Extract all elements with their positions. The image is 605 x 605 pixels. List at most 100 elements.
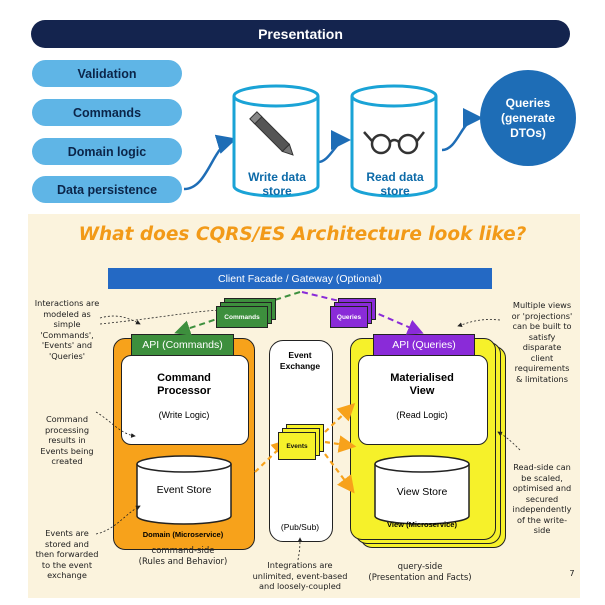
note-multiple-views-line3: can be built to <box>512 321 572 331</box>
queries-circle: Queries (generate DTOs) <box>480 70 576 166</box>
event-exchange-line2: Exchange <box>279 361 321 371</box>
read-store-line2: store <box>380 184 410 198</box>
event-to-exchange-arrow <box>254 438 290 473</box>
note-multiple-views-line8: & limitations <box>516 373 568 384</box>
read-store-label: Read data store <box>352 170 438 198</box>
note-events-stored-line5: exchange <box>47 570 87 580</box>
domain-microservice-label: Domain (Microservice) <box>142 530 224 539</box>
command-processor-line1: Command <box>157 372 211 384</box>
command-processor-box <box>121 355 249 445</box>
presentation-bar: Presentation <box>31 20 570 48</box>
query-side-line1: query-side <box>397 562 443 572</box>
read-store-line1: Read data <box>366 170 424 184</box>
query-side-caption: query-side (Presentation and Facts) <box>360 562 480 584</box>
layer-data-persistence: Data persistence <box>32 176 182 203</box>
command-side-caption: command-side (Rules and Behavior) <box>128 546 238 568</box>
queries-line3: DTOs) <box>510 125 546 140</box>
note-interactions-line5: 'Events' and <box>41 340 93 350</box>
queries-doc: Queries <box>330 306 368 328</box>
note-interactions-line4: 'Commands', <box>40 329 94 340</box>
layer-validation: Validation <box>32 60 182 87</box>
event-out-arrow-1 <box>324 402 356 433</box>
query-side-line2: (Presentation and Facts) <box>368 573 472 583</box>
queries-line1: Queries <box>505 95 551 110</box>
integrations-line1: Integrations are <box>267 560 333 570</box>
integrations-note: Integrations are unlimited, event-based … <box>244 560 356 592</box>
note-connector-integrations <box>297 537 303 561</box>
note-connector-read-side <box>497 431 521 451</box>
write-store-label: Write data store <box>234 170 320 198</box>
note-read-side-line6: of the write- <box>516 514 568 525</box>
note-interactions-line2: modeled as <box>43 308 91 319</box>
glasses-icon <box>363 131 425 155</box>
note-multiple-views-line5: disparate <box>522 342 562 352</box>
write-store-line2: store <box>262 184 292 198</box>
arrow-to-write-store <box>183 134 237 191</box>
note-multiple-views: Multiple views or 'projections' can be b… <box>504 300 580 384</box>
note-command-processing-line3: results in <box>48 435 86 445</box>
pencil-icon <box>249 111 294 156</box>
note-connector-events <box>95 505 141 535</box>
note-multiple-views-line1: Multiple views <box>512 300 572 310</box>
event-exchange-line1: Event <box>288 350 312 360</box>
note-read-side-line1: Read-side can <box>513 462 571 472</box>
arrow-to-queries <box>441 108 483 152</box>
command-processor-line2: Processor <box>157 385 211 397</box>
note-events-stored-line3: then forwarded <box>35 549 99 559</box>
read-store-cylinder <box>350 84 438 198</box>
pubsub-label: (Pub/Sub) <box>280 522 320 532</box>
integrations-line2: unlimited, event-based <box>252 570 348 581</box>
note-connector-interactions-2 <box>99 307 226 325</box>
note-connector-multiple-views <box>457 319 501 328</box>
note-read-side-line3: optimised and <box>512 483 572 493</box>
note-events-stored: Events are stored and then forwarded to … <box>31 528 103 581</box>
top-connectors <box>183 84 483 198</box>
queries-line2: (generate <box>500 110 556 125</box>
commands-flow-arrow <box>174 291 301 336</box>
command-side-line2: (Rules and Behavior) <box>138 557 228 567</box>
queries-flow-arrow <box>301 291 424 335</box>
note-connector-command <box>95 411 136 438</box>
view-microservice-label: View (Microservice) <box>387 520 457 529</box>
events-doc: Events <box>278 432 316 460</box>
note-multiple-views-line6: client <box>530 352 554 363</box>
read-logic-label: (Read Logic) <box>396 410 448 420</box>
note-command-processing-line2: processing <box>44 424 90 435</box>
note-read-side-line4: secured <box>525 493 559 504</box>
materialised-view-line2: View <box>409 385 435 397</box>
page-number: 7 <box>569 568 575 578</box>
materialised-view-label: Materialised View <box>358 372 486 398</box>
note-events-stored-line2: stored and <box>45 538 89 549</box>
note-multiple-views-line4: satisfy <box>528 331 556 342</box>
materialised-view-line1: Materialised <box>390 372 454 384</box>
commands-doc: Commands <box>216 306 268 328</box>
note-connector-interactions-1 <box>99 315 141 325</box>
note-command-processing-line5: created <box>51 456 83 466</box>
note-multiple-views-line2: or 'projections' <box>511 310 573 321</box>
note-read-side: Read-side can be scaled, optimised and s… <box>504 462 580 536</box>
materialised-view-box <box>358 355 488 445</box>
note-interactions: Interactions are modeled as simple 'Comm… <box>31 298 103 361</box>
note-command-processing-line4: Events being <box>40 445 94 456</box>
note-read-side-line7: side <box>533 525 551 535</box>
command-side-line1: command-side <box>151 546 215 556</box>
layer-domain-logic: Domain logic <box>32 138 182 165</box>
note-events-stored-line4: to the event <box>41 559 93 570</box>
bottom-graphics <box>95 291 521 561</box>
event-store-label: Event Store <box>156 484 212 496</box>
layer-commands: Commands <box>32 99 182 126</box>
note-interactions-line1: Interactions are <box>34 298 100 308</box>
note-command-processing: Command processing results in Events bei… <box>31 414 103 467</box>
write-logic-label: (Write Logic) <box>158 410 210 420</box>
note-events-stored-line1: Events are <box>45 528 89 538</box>
event-exchange-label: Event Exchange <box>269 350 331 372</box>
command-processor-label: Command Processor <box>121 372 247 398</box>
note-command-processing-line1: Command <box>45 414 89 424</box>
event-out-arrow-2 <box>324 435 357 453</box>
arrow-to-read-store <box>317 130 351 164</box>
note-interactions-line6: 'Queries' <box>48 350 86 361</box>
write-store-line1: Write data <box>248 170 306 184</box>
note-multiple-views-line7: requirements <box>514 363 570 373</box>
architecture-title: What does CQRS/ES Architecture look like… <box>78 224 527 245</box>
